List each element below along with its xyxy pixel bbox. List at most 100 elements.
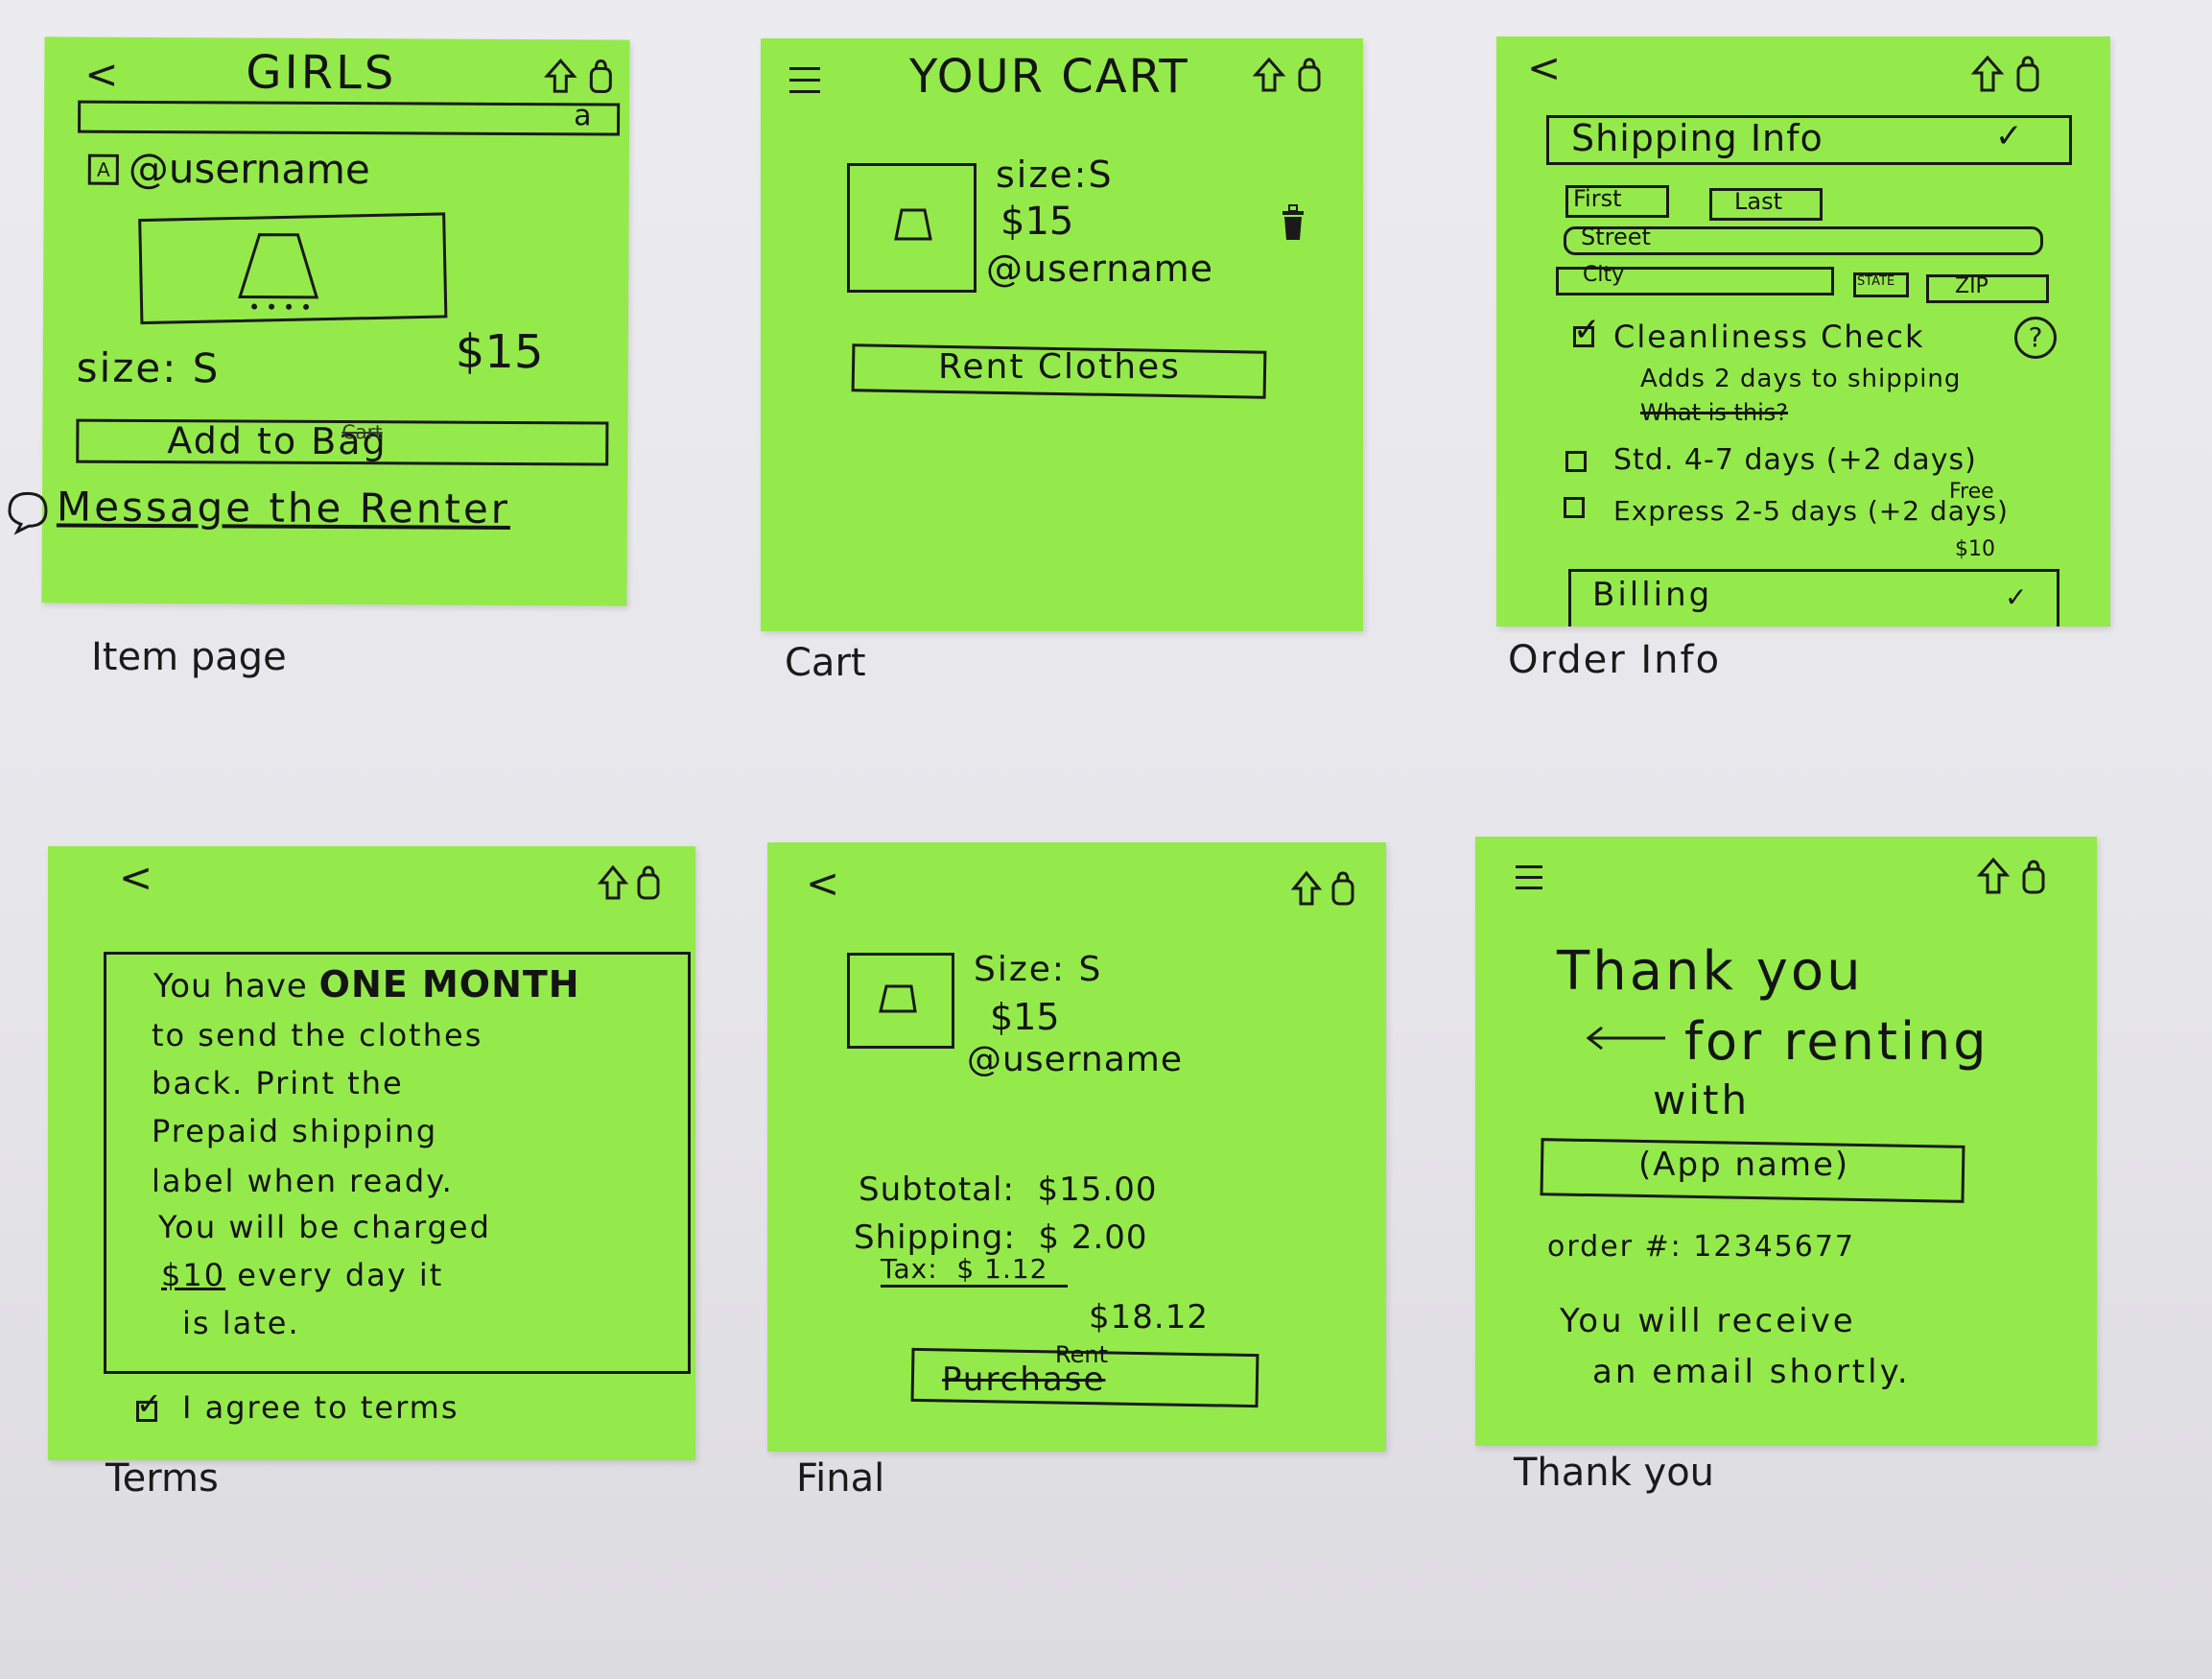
cleanliness-note: Adds 2 days to shipping [1640,365,1962,393]
billing-section[interactable] [1568,569,2059,627]
last-name-label: Last [1734,188,1782,215]
upload-icon[interactable] [1976,856,2011,896]
back-arrow-icon[interactable]: < [84,50,119,98]
thank-you-line-3: with [1653,1076,1751,1123]
message-renter-link[interactable]: Message the Renter [56,483,511,532]
bag-icon[interactable] [1330,869,1356,908]
cleanliness-struck-note: What is this? [1640,399,1789,426]
upload-icon[interactable] [1970,54,2005,94]
cart-item-price: $15 [1000,200,1074,244]
cart-item-size: size:S [996,154,1114,196]
final-item-username[interactable]: @username [967,1040,1183,1079]
search-input[interactable] [78,100,621,136]
terms-line-7: $10 every day it [161,1257,443,1293]
app-name-label: (App name) [1638,1146,1850,1184]
renter-username[interactable]: @username [128,144,370,194]
shipping-check-icon: ✓ [1995,117,2023,155]
terms-text-box [104,952,691,1374]
item-price: $15 [455,324,544,380]
terms-line-2: to send the clothes [152,1017,483,1053]
billing-check-icon: ✓ [2005,581,2028,613]
cart-caption: Cart [785,641,866,685]
order-info-caption: Order Info [1508,638,1722,682]
upload-icon[interactable] [597,863,629,902]
agree-terms-label: I agree to terms [182,1389,459,1426]
shipping-info-section[interactable] [1546,115,2072,165]
back-arrow-icon[interactable]: < [1527,44,1562,91]
cart-item-image[interactable] [847,163,977,293]
item-page-caption: Item page [91,635,287,679]
bag-icon[interactable] [2014,54,2041,94]
agree-checkmark: ✓ [136,1385,162,1422]
back-arrow-icon[interactable]: < [806,860,840,907]
terms-line-4: Prepaid shipping [152,1113,438,1149]
state-label: STATE [1857,274,1895,289]
street-label: Street [1581,224,1651,250]
thank-you-heading: Thank you [1557,940,1864,1003]
bag-icon[interactable] [635,863,662,902]
terms-line-1-text: You have [153,967,308,1005]
terms-one-month: ONE MONTH [318,963,580,1005]
menu-icon[interactable] [789,67,820,93]
express-shipping-radio[interactable] [1564,497,1585,518]
cleanliness-checkmark: ✓ [1573,311,1601,349]
bag-icon[interactable] [587,57,614,95]
terms-line-8: is late. [182,1305,300,1341]
state-field[interactable] [1853,272,1909,297]
final-note: < Size: S $15 @username Subtotal: $15.00… [767,842,1386,1452]
last-name-field[interactable] [1709,188,1823,221]
email-notice-line-2: an email shortly. [1592,1353,1911,1391]
city-label: City [1583,263,1625,287]
zip-label: ZIP [1955,274,1988,298]
item-size: size: S [76,343,221,392]
cart-note: YOUR CART size:S $15 @username Rent Clot… [761,38,1363,631]
struck-purchase-label: Purchase [942,1360,1106,1399]
shipping-row: Shipping: $ 2.00 [854,1218,1148,1257]
page-title: GIRLS [246,45,397,101]
final-caption: Final [796,1456,885,1501]
email-notice-line-1: You will receive [1560,1302,1856,1340]
first-name-field[interactable] [1565,185,1669,218]
page-title: YOUR CART [909,50,1189,104]
shipping-info-header: Shipping Info [1571,117,1824,159]
zip-field[interactable] [1926,274,2049,303]
total-row: $18.12 [1089,1298,1209,1336]
bag-icon[interactable] [2020,858,2047,896]
chat-bubble-icon[interactable] [4,487,52,535]
struck-cart-word: Cart [341,420,383,444]
skirt-icon [879,984,917,1013]
standard-shipping-radio[interactable] [1565,451,1587,472]
terms-note: < You have ONE MONTH to send the clothes… [48,846,695,1460]
city-field[interactable] [1556,267,1834,296]
terms-line-7-text: every day it [237,1257,444,1293]
upload-icon[interactable] [543,57,577,95]
express-shipping-label: Express 2-5 days (+2 days) [1613,495,2009,527]
street-field[interactable] [1564,226,2043,255]
help-icon[interactable]: ? [2014,317,2057,359]
avatar: A [87,154,119,185]
upload-icon[interactable] [1290,869,1323,908]
rent-button-label: Rent [1055,1341,1108,1368]
order-info-note: < Shipping Info ✓ First Last Street City… [1496,36,2110,627]
final-item-image[interactable] [847,953,954,1049]
terms-line-1: You have ONE MONTH [153,963,580,1005]
bag-icon[interactable] [1296,56,1323,94]
trash-icon[interactable] [1279,203,1307,244]
terms-line-6: You will be charged [158,1209,491,1245]
skirt-icon [894,208,932,241]
agree-checkbox[interactable] [136,1401,157,1422]
thank-you-caption: Thank you [1514,1451,1715,1495]
search-icon[interactable]: a [574,99,592,133]
cart-item-username[interactable]: @username [986,248,1213,290]
subtotal-row: Subtotal: $15.00 [859,1171,1158,1209]
thank-you-note: Thank you for renting with (App name) or… [1475,837,2097,1446]
standard-shipping-price: Free [1949,480,1994,504]
express-shipping-price: $10 [1955,537,1995,561]
menu-icon[interactable] [1516,865,1542,889]
upload-icon[interactable] [1252,56,1286,94]
terms-line-3: back. Print the [152,1065,404,1101]
terms-late-fee: $10 [161,1257,226,1293]
rent-clothes-label: Rent Clothes [938,347,1181,387]
back-arrow-icon[interactable]: < [119,854,153,901]
cleanliness-checkbox[interactable] [1573,326,1594,347]
